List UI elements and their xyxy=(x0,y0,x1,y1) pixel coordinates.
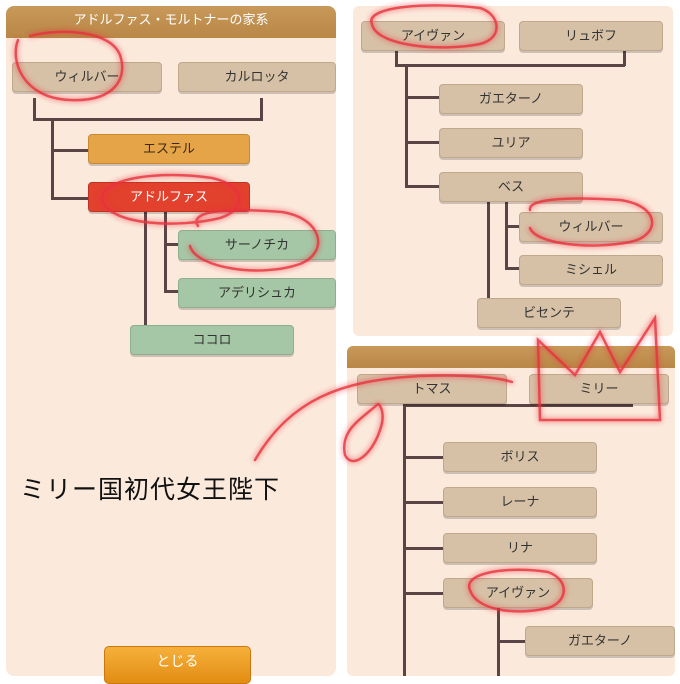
tree-line xyxy=(405,141,439,144)
tree-line xyxy=(51,118,54,200)
tree-line xyxy=(403,404,633,407)
tree-line xyxy=(33,118,263,121)
tree-line xyxy=(497,640,525,643)
tree-line xyxy=(505,225,519,228)
tree-line xyxy=(51,197,91,200)
tree-line xyxy=(403,404,406,676)
tree-node-lena[interactable]: レーナ xyxy=(443,487,597,517)
tree-node-milly[interactable]: ミリー xyxy=(529,374,669,404)
tree-node-kokoro[interactable]: ココロ xyxy=(130,325,294,355)
tree-line xyxy=(144,212,147,330)
tree-line xyxy=(51,149,91,152)
tree-line xyxy=(403,592,443,595)
tree-node-wilbur[interactable]: ウィルバー xyxy=(519,212,663,242)
family-tree-panel-3: トマス ミリー ボリス レーナ リナ アイヴァン ガエターノ xyxy=(347,346,675,676)
tree-node-carlotta[interactable]: カルロッタ xyxy=(178,62,336,92)
tree-node-yulia[interactable]: ユリア xyxy=(439,128,583,158)
tree-node-vicente[interactable]: ビセンテ xyxy=(477,298,621,328)
tree-node-wilbur[interactable]: ウィルバー xyxy=(12,62,162,92)
tree-node-rina[interactable]: リナ xyxy=(443,533,597,563)
tree-line xyxy=(405,64,408,188)
tree-node-gaetano[interactable]: ガエターノ xyxy=(525,626,675,656)
tree-node-sarnochika[interactable]: サーノチカ xyxy=(178,230,336,260)
panel-header xyxy=(347,346,675,368)
tree-line xyxy=(164,212,167,292)
tree-node-gaetano[interactable]: ガエターノ xyxy=(439,84,583,114)
tree-line xyxy=(405,96,439,99)
tree-node-boris[interactable]: ボリス xyxy=(443,442,597,472)
tree-line xyxy=(505,199,508,269)
tree-line xyxy=(403,501,443,504)
tree-node-beth[interactable]: ベス xyxy=(439,172,583,202)
tree-line xyxy=(403,456,443,459)
tree-node-estelle[interactable]: エステル xyxy=(88,134,250,164)
family-tree-panel-2: アイヴァン リュボフ ガエターノ ユリア ベス ウィルバー ミシェル ビセンテ xyxy=(353,6,673,336)
tree-node-michelle[interactable]: ミシェル xyxy=(519,255,663,285)
handwritten-caption: ミリー国初代女王陛下 xyxy=(20,475,281,504)
close-button[interactable]: とじる xyxy=(104,646,251,684)
tree-line xyxy=(395,50,398,66)
tree-line xyxy=(623,50,626,66)
tree-line xyxy=(164,243,180,246)
tree-line xyxy=(33,98,36,120)
tree-line xyxy=(487,199,490,299)
tree-line xyxy=(505,267,519,270)
family-tree-title: アドルファス・モルトナーの家系 xyxy=(6,6,336,38)
tree-node-thomas[interactable]: トマス xyxy=(357,374,507,404)
tree-line xyxy=(395,64,625,67)
tree-line xyxy=(403,547,443,550)
tree-line xyxy=(405,185,439,188)
tree-node-ivan[interactable]: アイヴァン xyxy=(443,578,593,608)
tree-line xyxy=(164,290,180,293)
tree-node-lyubov[interactable]: リュボフ xyxy=(519,21,663,51)
family-tree-panel-1: アドルファス・モルトナーの家系 ウィルバー カルロッタ エステル アドルファス … xyxy=(6,6,336,676)
tree-line xyxy=(260,98,263,120)
tree-node-ivan[interactable]: アイヴァン xyxy=(361,21,505,51)
tree-node-aderishka[interactable]: アデリシュカ xyxy=(178,278,336,308)
tree-node-adolphus[interactable]: アドルファス xyxy=(88,182,250,212)
